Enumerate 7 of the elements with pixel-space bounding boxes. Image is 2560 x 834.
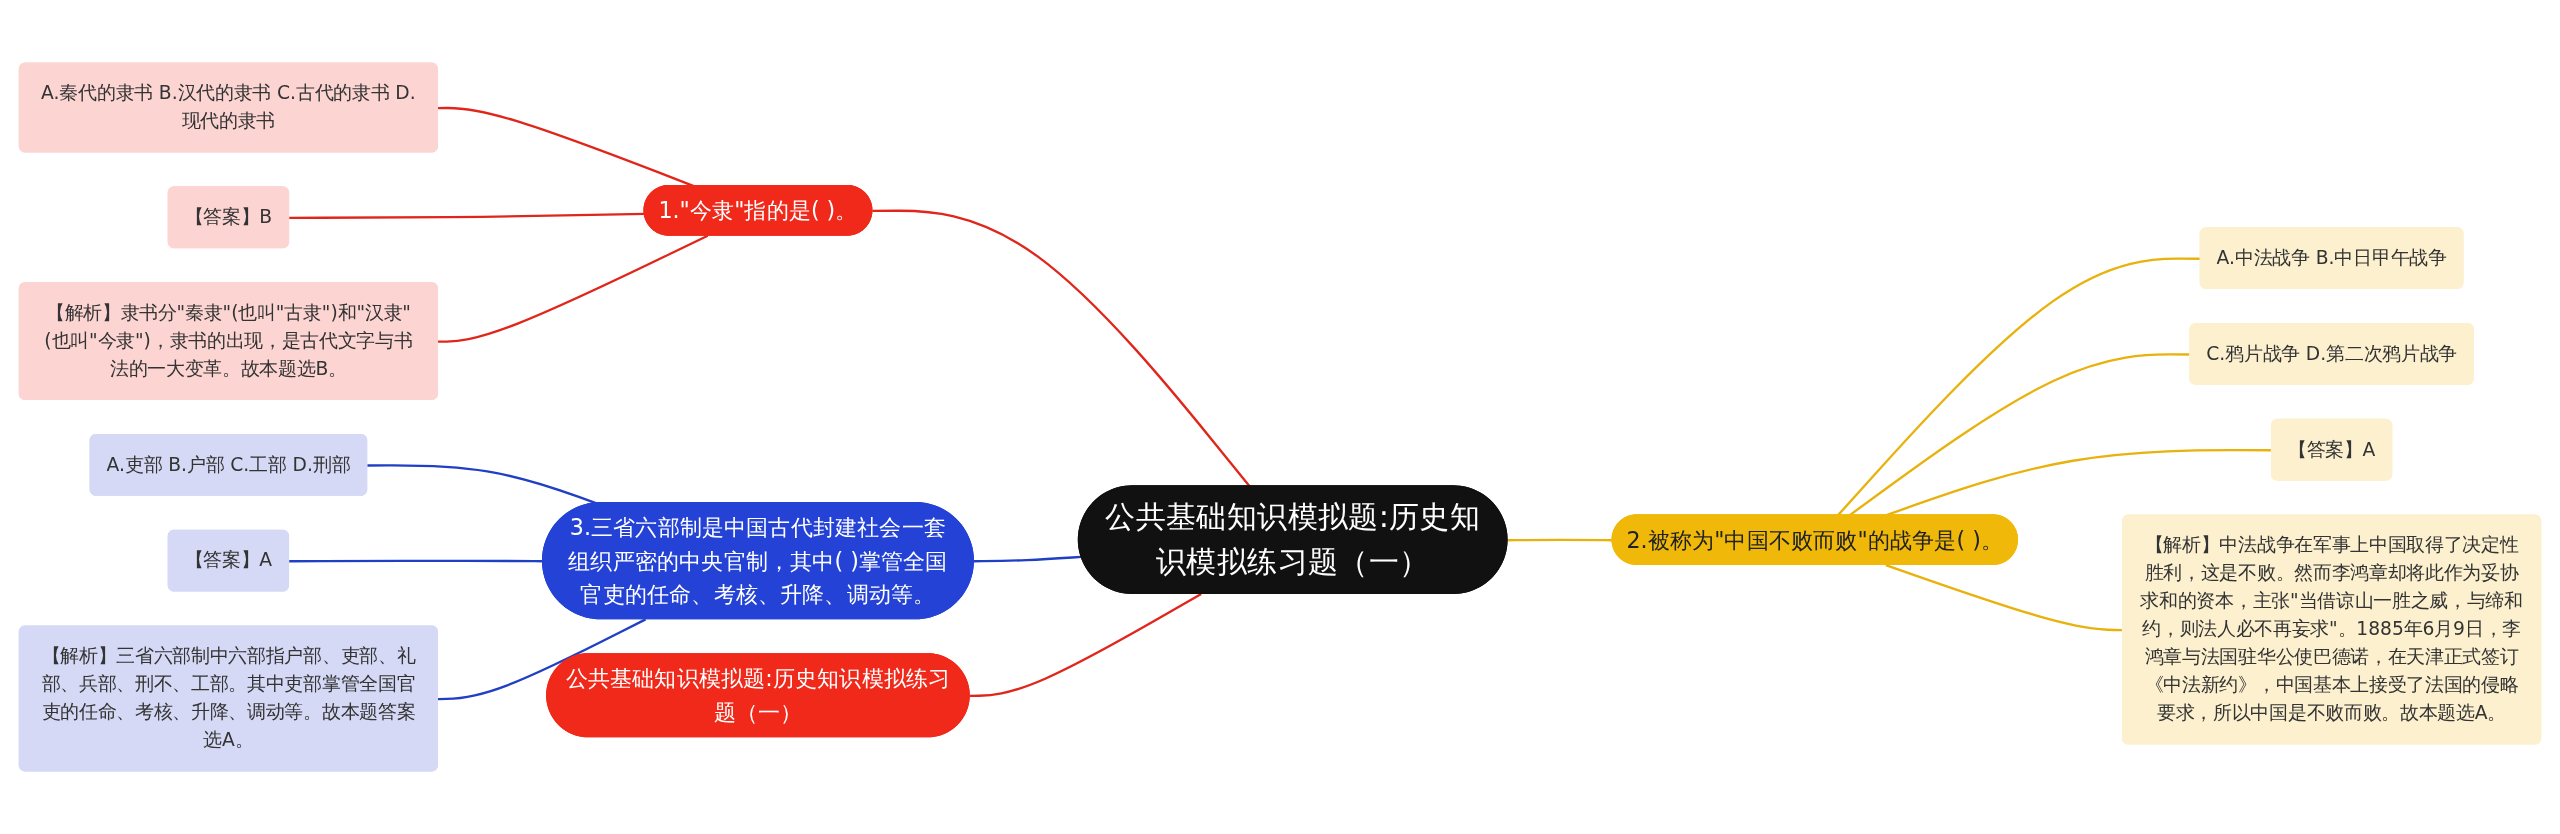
connector (438, 618, 647, 701)
connector (1507, 538, 1613, 542)
connector (438, 234, 709, 343)
connector (289, 212, 645, 220)
connector (969, 592, 1202, 697)
connector (367, 464, 597, 505)
connector (973, 555, 1082, 563)
